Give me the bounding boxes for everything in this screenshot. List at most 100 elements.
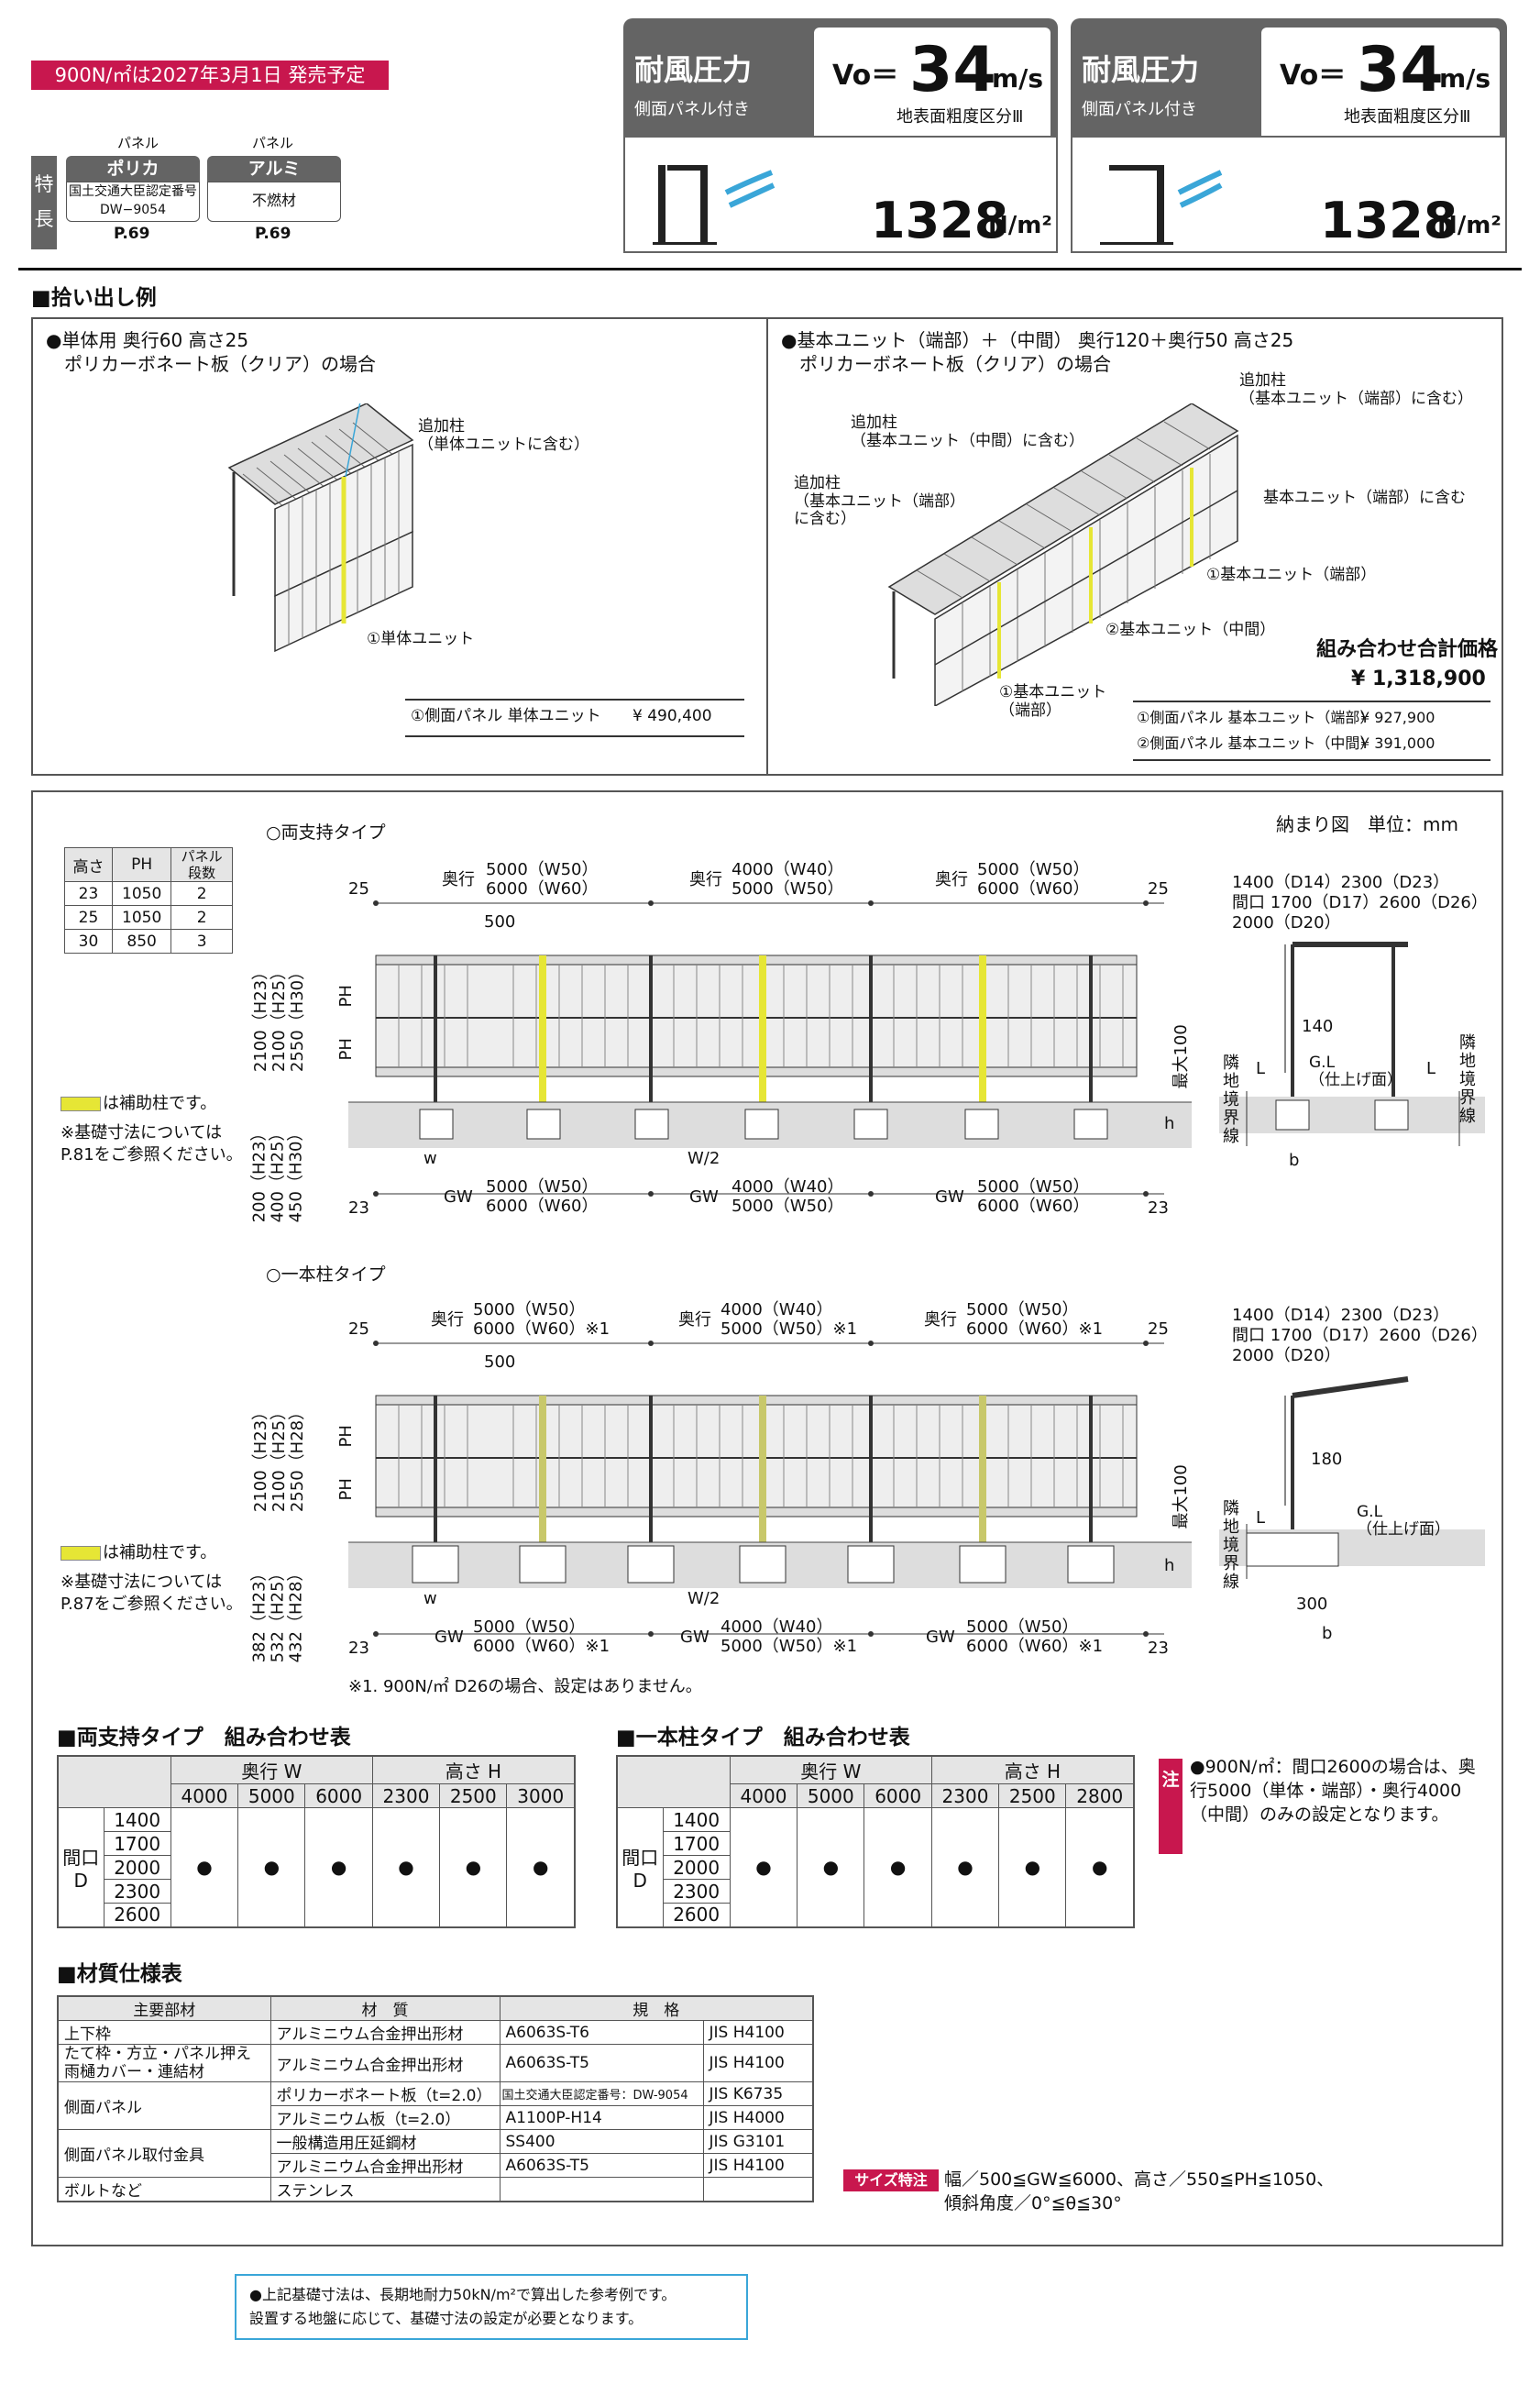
type2-title: ○一本柱タイプ: [266, 1264, 386, 1285]
row-value: 2000: [662, 1855, 731, 1880]
mt-mat: アルミニウム合金押出形材: [270, 2020, 500, 2045]
base-heights-label: 382（H23） 532（H25） 432（H28）: [249, 1564, 306, 1663]
pickup-right-line1: ●基本ユニット（端部）＋（中間） 奥行120＋奥行50 高さ25: [781, 329, 1294, 351]
height-header: 高さ H: [930, 1755, 1135, 1784]
header-divider: [18, 268, 1522, 270]
price-row-name: ①側面パネル 単体ユニット: [411, 707, 601, 725]
type2-front-elevation: [348, 1341, 1192, 1637]
wind-terrain: 地表面粗度区分Ⅲ: [1344, 107, 1471, 127]
mt-part: ボルトなど: [57, 2177, 271, 2202]
col-header: 6000: [304, 1783, 373, 1808]
wind-pressure: 1328: [871, 192, 1009, 249]
col-header: 2300: [930, 1783, 1000, 1808]
side-b: b: [1322, 1624, 1333, 1643]
side-140: 140: [1302, 1017, 1334, 1036]
dim-right: 25: [1148, 879, 1169, 899]
combo-mark: ●: [237, 1807, 306, 1927]
mt-mat: アルミニウム合金押出形材: [270, 2153, 500, 2178]
depth-label: 奥行: [689, 870, 722, 889]
side-300: 300: [1296, 1595, 1328, 1614]
gl-label: G.L （仕上げ面）: [1357, 1503, 1450, 1539]
pickup-left-line2: ポリカーボネート板（クリア）の場合: [64, 353, 376, 375]
ht-cell: 2: [170, 905, 233, 930]
label-a: 追加柱 （基本ユニット（端部）に含む）: [1239, 371, 1473, 408]
mt-mat: アルミニウム合金押出形材: [270, 2044, 500, 2082]
mt-mat: アルミニウム板（t=2.0）: [270, 2105, 500, 2130]
side-L: L: [1256, 1508, 1266, 1528]
combo-mark: ●: [998, 1807, 1067, 1927]
mt-std: [702, 2177, 814, 2202]
combined-unit-illustration: [887, 403, 1239, 706]
row-value: 2000: [103, 1855, 171, 1880]
side-180: 180: [1311, 1450, 1343, 1469]
mt-spec: 国土交通大臣認定番号：DW-9054: [499, 2081, 704, 2106]
row-header: 間口 D: [57, 1807, 104, 1927]
wind-pressure: 1328: [1320, 192, 1458, 249]
mt-head: 規 格: [499, 1995, 814, 2021]
depth-value: 5000（W50） 6000（W60）: [977, 860, 1090, 899]
combo-heading-1: ■両支持タイプ 組み合わせ表: [57, 1726, 351, 1749]
single-unit-illustration: [227, 403, 414, 653]
col-header: 6000: [864, 1783, 932, 1808]
side-L: L: [1256, 1059, 1266, 1078]
drawing-box: [31, 790, 1503, 2246]
depth-value: 5000（W50） 6000（W60）※1: [473, 1300, 610, 1339]
neighbor-label: 隣地境界線: [1223, 1499, 1239, 1592]
side-L: L: [1426, 1059, 1436, 1078]
mt-part: 側面パネル取付金具: [57, 2129, 271, 2178]
footnote: ※1. 900N/㎡ D26の場合、設定はありません。: [348, 1677, 702, 1696]
row-value: 1700: [103, 1831, 171, 1856]
mt-spec: A6063S-T5: [499, 2044, 704, 2082]
label-b: 追加柱 （基本ユニット（中間）に含む）: [851, 414, 1084, 450]
mt-std: JIS H4100: [702, 2020, 814, 2045]
gl-label: G.L （仕上げ面）: [1309, 1054, 1402, 1089]
price-row-name: ①側面パネル 基本ユニット（端部）: [1137, 709, 1375, 726]
note-tag: 注: [1159, 1759, 1182, 1854]
mt-head: 主要部材: [57, 1995, 271, 2021]
gw-label: GW: [680, 1628, 710, 1647]
materials-heading: ■材質仕様表: [57, 1962, 182, 1986]
gw-label: GW: [689, 1187, 719, 1207]
mt-spec: SS400: [499, 2129, 704, 2154]
col-header: 2500: [439, 1783, 508, 1808]
pickup-left-line1: ●単体用 奥行60 高さ25: [46, 329, 249, 351]
type1-front-elevation: [348, 900, 1192, 1197]
depth-header: 奥行 W: [729, 1755, 932, 1784]
type1-side-section: [1219, 942, 1485, 1146]
combo-note: ●900N/㎡：間口2600の場合は、奥行5000（単体・端部）・奥行4000（…: [1190, 1757, 1476, 1825]
h-label: h: [1164, 1556, 1175, 1575]
ht-head: パネル 段数: [170, 847, 233, 882]
panel-detail: 国土交通大臣認定番号 DW−9054: [66, 182, 200, 222]
col-header: 2800: [1065, 1783, 1135, 1808]
ph-label: PH: [336, 1478, 356, 1501]
wind-terrain: 地表面粗度区分Ⅲ: [896, 107, 1024, 127]
ht-cell: 30: [64, 929, 113, 954]
wind-unit: m/s: [1439, 63, 1491, 94]
dim-right-bot: 23: [1148, 1198, 1169, 1218]
aux-note: は補助柱です。: [103, 1094, 217, 1113]
aux-note: は補助柱です。: [103, 1543, 217, 1562]
neighbor-label: 隣地境界線: [1459, 1033, 1476, 1126]
row-value: 1400: [103, 1807, 171, 1832]
combo-mark: ●: [797, 1807, 865, 1927]
label-c: 追加柱 （基本ユニット（端部） に含む）: [794, 474, 965, 529]
mt-spec: [499, 2177, 704, 2202]
mt-std: JIS K6735: [702, 2081, 814, 2106]
panel-page: P.69: [114, 225, 150, 243]
ht-cell: 3: [170, 929, 233, 954]
heights-label: 2100（H23） 2100（H25） 2550（H30）: [251, 963, 308, 1073]
mt-std: JIS H4000: [702, 2105, 814, 2130]
ph-label: PH: [336, 985, 356, 1008]
price-row-name: ②側面パネル 基本ユニット（中間）: [1137, 734, 1375, 752]
dim-500: 500: [484, 912, 516, 932]
row-value: 1700: [662, 1831, 731, 1856]
gw-value: 5000（W50） 6000（W60）: [977, 1177, 1090, 1216]
wind-vo: Vo＝: [832, 60, 899, 92]
base-heights-label: 200（H23） 400（H25） 450（H30）: [249, 1124, 306, 1223]
max-label: 最大100: [1171, 1464, 1191, 1529]
price-row-price: ¥ 490,400: [632, 707, 712, 725]
mt-std: JIS G3101: [702, 2129, 814, 2154]
combo-mark: ●: [304, 1807, 373, 1927]
